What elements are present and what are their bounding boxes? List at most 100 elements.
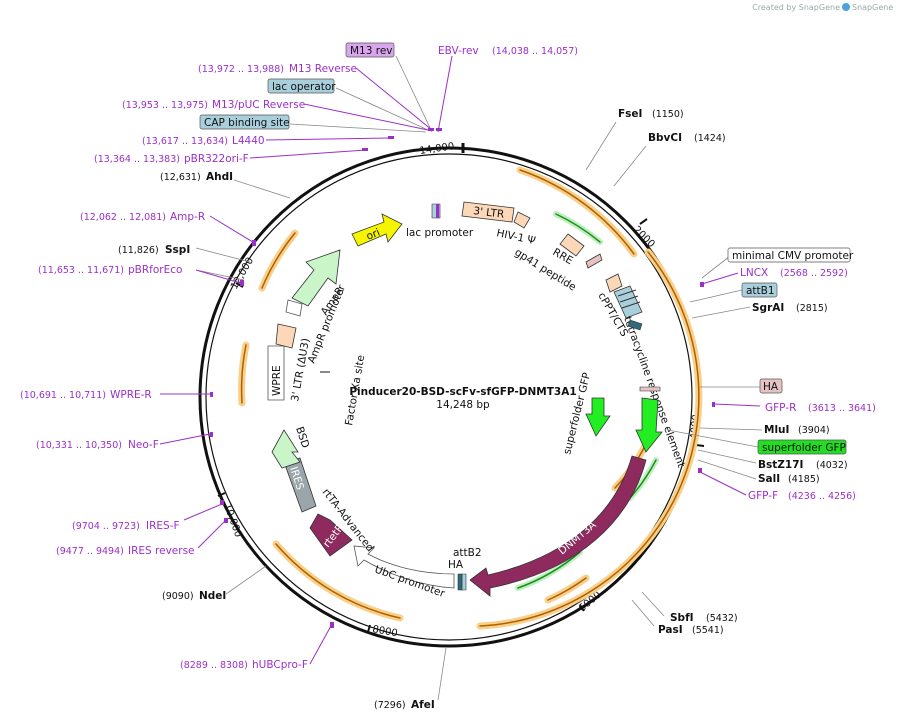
- primer-ires-f: IRES-F: [146, 520, 180, 532]
- label-attb2: attB2: [453, 547, 482, 559]
- credit-text: Created by SnapGene: [752, 3, 840, 12]
- svg-text:(2815): (2815): [796, 303, 828, 314]
- svg-text:(12,631): (12,631): [160, 172, 201, 183]
- primer-m13-puc: M13/pUC Reverse: [212, 99, 305, 111]
- enzyme-sbfi: SbfI: [670, 612, 694, 624]
- label-bsd: BSD: [293, 425, 311, 449]
- rre-feature[interactable]: [559, 233, 585, 257]
- label-ori: ori: [365, 227, 382, 243]
- svg-text:(5432): (5432): [706, 613, 738, 624]
- enzyme-ahdi: AhdI: [206, 171, 233, 183]
- svg-text:(1424): (1424): [694, 133, 726, 144]
- sfgfp-arrow-left[interactable]: [585, 397, 611, 437]
- ori-arrow[interactable]: [351, 213, 403, 247]
- primer-lines: [159, 55, 761, 665]
- primer-l4440: L4440: [232, 135, 265, 147]
- mincmv-box[interactable]: [727, 247, 851, 263]
- enzyme-mlui: MluI: [764, 424, 789, 436]
- svg-text:(4032): (4032): [816, 460, 848, 471]
- primer-ebv-rev: EBV-rev: [438, 45, 479, 57]
- lac-operator-box[interactable]: [267, 78, 335, 94]
- leader-lines: [195, 55, 763, 701]
- ha-box[interactable]: [759, 378, 783, 394]
- ha-label: HA: [763, 381, 779, 393]
- m13rev-box[interactable]: [345, 42, 395, 58]
- svg-text:(11,826): (11,826): [118, 245, 159, 256]
- svg-text:(10,691 .. 10,711): (10,691 .. 10,711): [20, 390, 106, 401]
- enzyme-fsei: FseI: [618, 108, 642, 120]
- green-arcs: [515, 211, 659, 591]
- wpre-feature[interactable]: [267, 345, 285, 401]
- primer-hubcpro-f: hUBCpro-F: [252, 659, 308, 671]
- m13rev-label: M13 rev: [350, 45, 393, 57]
- svg-text:(2568 .. 2592): (2568 .. 2592): [780, 268, 848, 279]
- primer-labels: EBV-rev (14,038 .. 14,057) (13,972 .. 13…: [20, 45, 876, 671]
- cap-box[interactable]: [199, 114, 290, 130]
- sfgfp-box[interactable]: [757, 439, 847, 455]
- svg-text:(3613 .. 3641): (3613 .. 3641): [808, 403, 876, 414]
- backbone-inner: [205, 153, 693, 641]
- plasmid-name: Pinducer20-BSD-scFv-sfGFP-DNMT3A1: [349, 386, 576, 398]
- svg-text:(13,617 .. 13,634): (13,617 .. 13,634): [142, 136, 228, 147]
- enzyme-pasi: PasI: [658, 624, 683, 636]
- enzyme-afei: AfeI: [411, 699, 435, 711]
- plasmid-size: 14,248 bp: [436, 399, 490, 411]
- dnmt3a-arrow[interactable]: [469, 455, 647, 597]
- svg-text:(5541): (5541): [692, 625, 724, 636]
- label-ha-inner: HA: [448, 559, 464, 571]
- bsd-arrow[interactable]: [271, 429, 301, 469]
- svg-text:(11,653 .. 11,671): (11,653 .. 11,671): [38, 265, 124, 276]
- svg-text:(13,953 .. 13,975): (13,953 .. 13,975): [122, 100, 208, 111]
- sfgfp-box-label: superfolder GFP: [762, 442, 846, 454]
- tick-2000: 2000: [631, 224, 657, 250]
- label-3ltr: 3' LTR: [473, 205, 505, 221]
- primer-pbrforeco: pBRforEco: [128, 264, 182, 276]
- primer-lncx: LNCX: [740, 267, 768, 279]
- sfgfp-arrow-right[interactable]: [635, 397, 663, 453]
- primer-marks: [210, 128, 715, 628]
- tick-8000: 8000: [371, 624, 398, 639]
- label-wpre: WPRE: [271, 365, 283, 396]
- enzyme-bstz17i: BstZ17I: [758, 459, 803, 471]
- primer-pbr322ori: pBR322ori-F: [184, 153, 249, 165]
- cap-label: CAP binding site: [204, 117, 290, 129]
- svg-text:(14,038 .. 14,057): (14,038 .. 14,057): [492, 46, 578, 57]
- mincmv-label: minimal CMV promoter: [732, 250, 854, 262]
- tre-feature[interactable]: [613, 285, 643, 319]
- svg-text:(13,972 .. 13,988): (13,972 .. 13,988): [198, 64, 284, 75]
- enzyme-labels: FseI (1150) BbvCI (1424) SgrAI (2815) Ml…: [118, 108, 848, 711]
- enzyme-sali: SalI: [758, 473, 780, 485]
- svg-text:(3904): (3904): [798, 425, 830, 436]
- label-tre: tetracycline response element: [621, 315, 687, 469]
- enzyme-bbvci: BbvCI: [648, 132, 682, 144]
- boxed-labels: M13 rev lac operator CAP binding site mi…: [199, 42, 854, 455]
- rtetr-arrow[interactable]: [309, 513, 353, 557]
- ltr-feature[interactable]: [461, 201, 515, 223]
- primer-gfp-f: GFP-F: [748, 490, 778, 502]
- svg-text:(9090): (9090): [162, 591, 194, 602]
- enzyme-sgrai: SgrAI: [752, 302, 784, 314]
- svg-text:(4236 .. 4256): (4236 .. 4256): [788, 491, 856, 502]
- tick-14000: 14,000: [419, 141, 455, 157]
- svg-text:(13,364 .. 13,383): (13,364 .. 13,383): [94, 154, 180, 165]
- primer-gfp-r: GFP-R: [765, 402, 796, 414]
- primer-wpre-r: WPRE-R: [110, 389, 152, 401]
- ubc-promoter-arrow[interactable]: [353, 545, 455, 589]
- primer-amp-r: Amp-R: [170, 211, 205, 223]
- svg-text:(9477 .. 9494): (9477 .. 9494): [56, 546, 124, 557]
- snapgene-logo-icon: [842, 3, 850, 11]
- svg-text:(7296): (7296): [374, 700, 406, 711]
- attb1-box[interactable]: [741, 282, 778, 298]
- ampr-arrow[interactable]: [291, 249, 341, 307]
- svg-text:(1150): (1150): [652, 109, 684, 120]
- label-sfgfp: superfolder GFP: [561, 371, 593, 455]
- svg-text:(9704 .. 9723): (9704 .. 9723): [72, 521, 140, 532]
- lac-operator-label: lac operator: [272, 81, 336, 93]
- enzyme-sspi: SspI: [165, 244, 190, 256]
- primer-ires-reverse: IRES reverse: [128, 545, 195, 557]
- primer-m13-reverse: M13 Reverse: [289, 63, 357, 75]
- attb1-label: attB1: [746, 285, 775, 297]
- label-lac-promoter: lac promoter: [406, 227, 474, 239]
